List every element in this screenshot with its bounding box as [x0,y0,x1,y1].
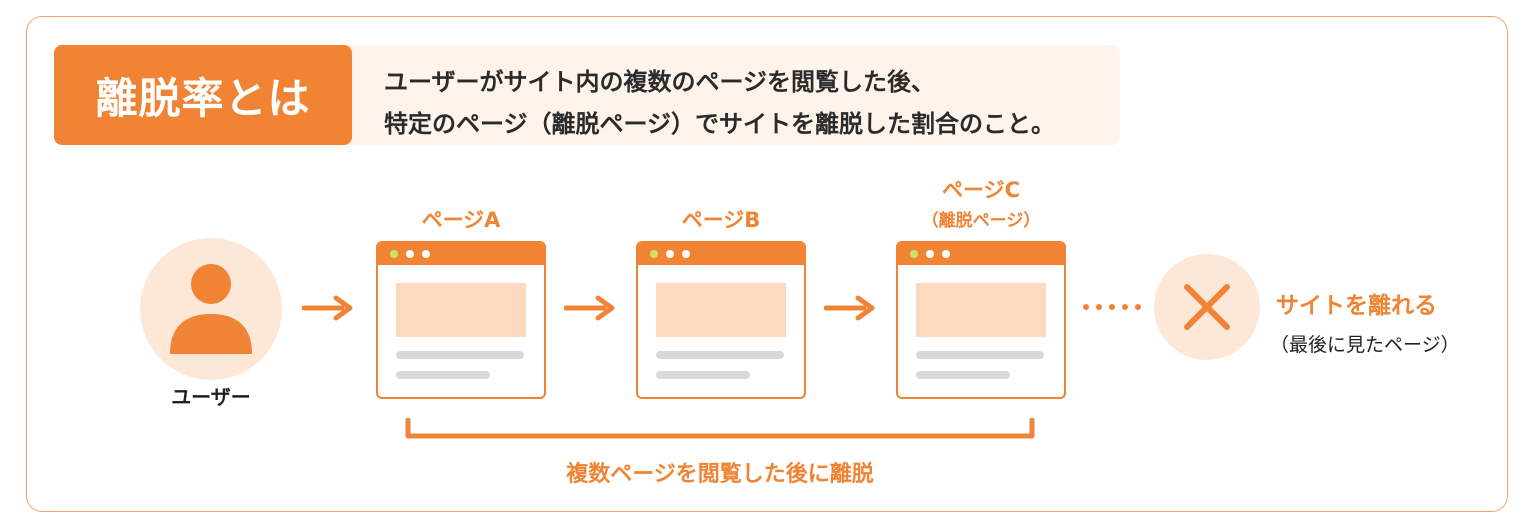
window-dot [406,250,414,258]
browser-titlebar [378,243,544,265]
window-dot [422,250,430,258]
exit-circle [1154,254,1260,360]
exit-title: サイトを離れる [1276,293,1437,319]
text-placeholder-line [916,351,1044,359]
browser-titlebar [898,243,1064,265]
page-c-title: ページC [942,178,1020,202]
page-c-browser [896,241,1066,399]
arrow-right-icon [564,295,615,321]
window-dot [910,250,918,258]
text-placeholder-line [396,351,524,359]
content-placeholder [916,283,1046,337]
page-c-subtitle: （離脱ページ） [921,211,1041,231]
definition-line-1: ユーザーがサイト内の複数のページを閲覧した後、 [384,68,936,96]
definition-line-2: 特定のページ（離脱ページ）でサイトを離脱した割合のこと。 [384,110,1056,138]
title-badge: 離脱率とは [54,45,352,145]
diagram-frame [26,16,1508,512]
text-placeholder-line [916,371,1010,379]
window-dot [390,250,398,258]
content-placeholder [396,283,526,337]
arrow-right-icon [824,295,875,321]
text-placeholder-line [396,371,490,379]
page-a-title: ページA [421,208,501,232]
dotted-connector [1083,304,1141,310]
close-x-icon [1184,284,1230,330]
window-dot [682,250,690,258]
page-b-browser [636,241,806,399]
arrow-right-icon [302,295,353,321]
window-dot [926,250,934,258]
page-a-browser [376,241,546,399]
page-b-title: ページB [681,208,761,232]
user-avatar [140,238,282,380]
text-placeholder-line [656,351,784,359]
window-dot [942,250,950,258]
text-placeholder-line [656,371,750,379]
browser-titlebar [638,243,804,265]
bracket-label: 複数ページを閲覧した後に離脱 [566,462,874,487]
exit-subtitle: （最後に見たページ） [1270,334,1460,356]
user-label: ユーザー [171,385,251,409]
content-placeholder [656,283,786,337]
bracket [405,418,1035,439]
window-dot [650,250,658,258]
window-dot [666,250,674,258]
user-icon [170,264,252,354]
